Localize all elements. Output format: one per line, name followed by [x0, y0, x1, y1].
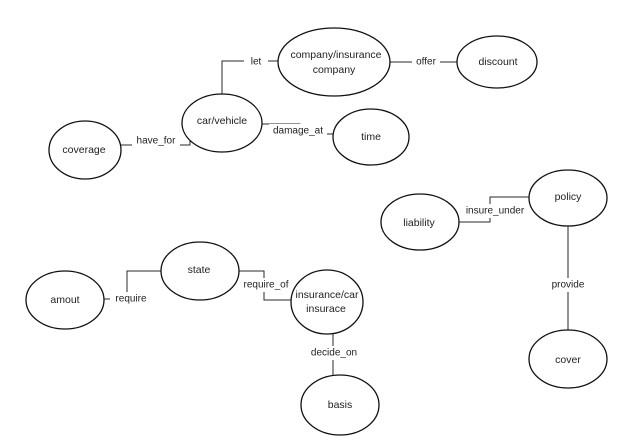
edge-label-damage_at: damage_at: [269, 124, 327, 138]
edge-label-require_of: require_of: [238, 278, 296, 292]
node-discount[interactable]: discount: [456, 35, 538, 89]
nodes: company/insurance company discount car/v…: [25, 27, 608, 436]
edge-label-require: require: [110, 292, 154, 306]
edge-label-insure_under: insure_under: [461, 204, 529, 218]
node-cover-shape: [528, 329, 608, 389]
node-car-vehicle-label: car/vehicle: [197, 115, 247, 127]
node-amout-label: amout: [50, 294, 79, 306]
edge-label-damage_at-text: damage_at: [273, 126, 323, 137]
node-company-insurance-line1: company/insurance: [290, 49, 381, 61]
edge-label-offer: offer: [412, 55, 440, 69]
node-company-insurance[interactable]: company/insurance company: [277, 27, 391, 97]
node-cover-label: cover: [555, 354, 581, 366]
node-state-shape: [160, 241, 240, 301]
node-coverage-shape: [48, 120, 122, 180]
edge-label-insure_under-text: insure_under: [466, 206, 525, 217]
node-policy-shape: [528, 169, 608, 227]
node-time[interactable]: time: [332, 108, 410, 166]
node-state-label: state: [188, 264, 211, 276]
node-liability[interactable]: liability: [380, 193, 460, 251]
node-coverage-label: coverage: [62, 144, 105, 156]
node-car-vehicle[interactable]: car/vehicle: [181, 93, 263, 153]
node-company-insurance-shape: [277, 27, 391, 97]
edge-label-let-text: let: [251, 57, 262, 68]
node-discount-label: discount: [478, 56, 517, 68]
node-basis[interactable]: basis: [300, 374, 380, 436]
edge-label-have_for: have_for: [132, 134, 180, 148]
node-amout-shape: [25, 270, 105, 330]
node-state[interactable]: state: [160, 241, 240, 301]
edge-label-provide-text: provide: [552, 280, 585, 291]
node-basis-shape: [300, 374, 380, 436]
node-time-label: time: [361, 131, 381, 143]
node-discount-shape: [456, 35, 538, 89]
edge-label-let: let: [244, 54, 268, 68]
node-policy-label: policy: [555, 191, 583, 203]
edge-label-have_for-text: have_for: [137, 136, 177, 147]
node-amout[interactable]: amout: [25, 270, 105, 330]
node-policy[interactable]: policy: [528, 169, 608, 227]
edge-label-decide_on: decide_on: [307, 346, 363, 360]
node-company-insurance-line2: company: [313, 64, 356, 76]
edge-label-require-text: require: [115, 294, 147, 305]
node-coverage[interactable]: coverage: [48, 120, 122, 180]
edge-label-require_of-text: require_of: [243, 280, 288, 291]
edge-label-provide: provide: [548, 278, 588, 292]
node-liability-label: liability: [403, 217, 435, 229]
node-basis-label: basis: [328, 399, 353, 411]
node-insurance-car[interactable]: insurance/car insurace: [290, 269, 364, 335]
node-car-vehicle-shape: [181, 93, 263, 153]
node-insurance-car-line1: insurance/car: [295, 289, 359, 301]
node-cover[interactable]: cover: [528, 329, 608, 389]
edge-label-decide_on-text: decide_on: [311, 348, 357, 359]
edge-label-offer-text: offer: [416, 57, 436, 68]
node-insurance-car-line2: insurace: [306, 303, 346, 315]
node-time-shape: [332, 108, 410, 166]
node-liability-shape: [380, 193, 460, 251]
node-insurance-car-shape: [290, 269, 364, 335]
edge-labels: let offer have_for damage_at insure_unde…: [110, 54, 588, 360]
